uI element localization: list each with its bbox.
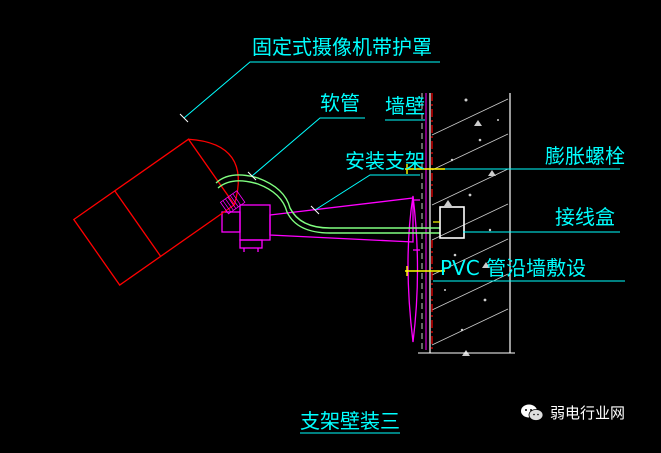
wall [418,93,515,356]
camera-housing [72,138,246,286]
pvc-conduit [425,93,433,350]
label-camera: 固定式摄像机带护罩 [252,35,432,59]
label-hose: 软管 [320,91,360,115]
label-pvc: PVC 管沿墙敷设 [440,256,586,280]
label-wall: 墙壁 [385,94,425,118]
watermark-text: 弱电行业网 [550,404,626,422]
wechat-icon [521,404,544,421]
wall-hatch [431,98,509,346]
label-bracket: 安装支架 [345,149,425,173]
diagram-title: 支架壁装三 [300,409,400,433]
label-bolt: 膨胀螺栓 [545,144,625,168]
mounting-bracket [269,195,420,343]
label-junction-box: 接线盒 [555,205,615,229]
watermark: 弱电行业网 [520,402,625,423]
expansion-bolts [405,164,445,276]
leader-lines [183,61,625,282]
camera-joint [221,204,271,252]
junction-box [433,206,465,239]
flexible-hose [215,174,440,234]
leader-ticks [179,113,320,215]
